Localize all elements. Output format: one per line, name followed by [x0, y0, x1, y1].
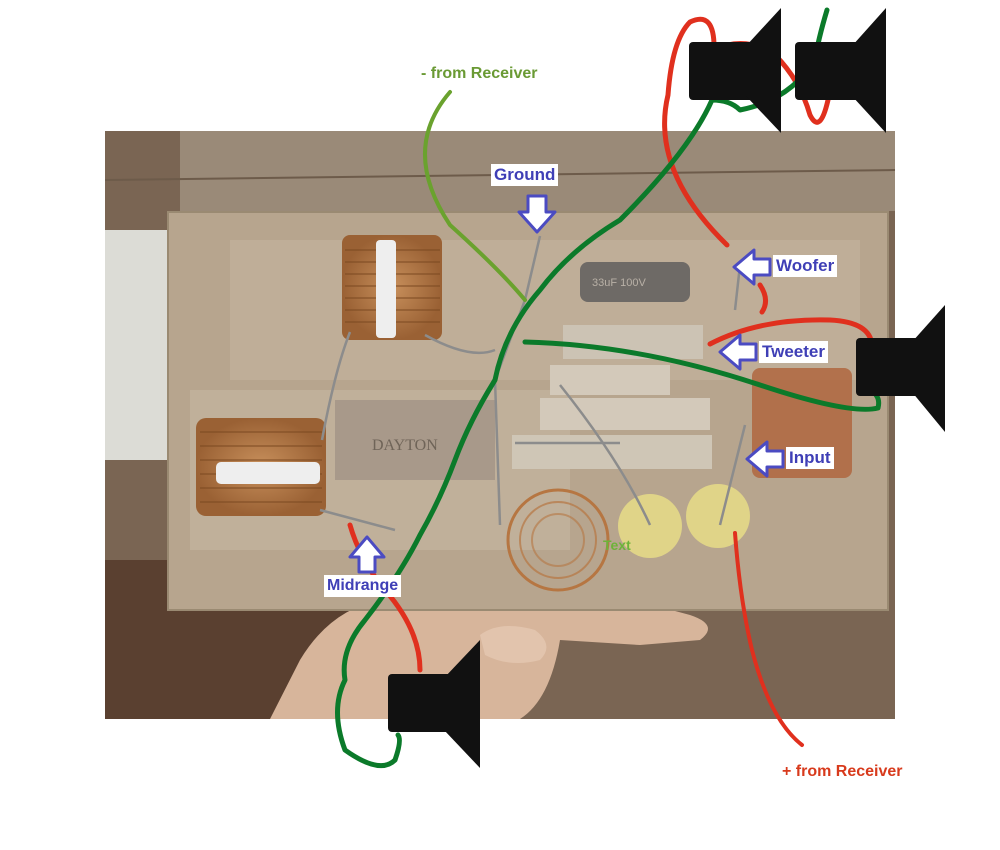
woofer-label: Woofer	[773, 255, 838, 277]
air-coil	[506, 488, 610, 592]
plus-receiver-label: + from Receiver	[782, 763, 903, 780]
minus-receiver-label: - from Receiver	[421, 65, 538, 82]
resistor-4	[512, 435, 712, 469]
dayton-marking: DAYTON	[372, 437, 438, 454]
left-coil-zip-tie	[216, 462, 320, 484]
woofer-tail-wire	[757, 282, 768, 315]
speaker-icon	[689, 8, 781, 133]
speaker-icon	[388, 640, 480, 768]
component-wire	[320, 331, 352, 441]
input-label: Input	[786, 447, 834, 469]
capacitor-marking: 33uF 100V	[592, 277, 646, 289]
arrow-left-icon	[718, 333, 758, 371]
negative-main-wire	[335, 7, 830, 769]
tweeter-negative-wire	[522, 339, 882, 412]
resistor-3	[540, 398, 710, 430]
plus-receiver-wire	[733, 531, 804, 747]
arrow-left-icon	[745, 440, 785, 478]
yellow-cap-2	[686, 484, 750, 548]
yellow-cap-1	[618, 494, 682, 558]
woofer-positive-wire	[662, 16, 831, 248]
dayton-resistor	[335, 400, 495, 480]
thumb	[480, 626, 547, 664]
window-light	[105, 230, 170, 460]
component-wire	[319, 508, 396, 532]
tweeter-label: Tweeter	[759, 341, 828, 363]
capacitor-top	[580, 262, 690, 302]
speaker-icon	[856, 305, 945, 432]
speaker-icon	[795, 8, 886, 133]
arrow-up-icon	[348, 535, 386, 574]
tweeter-positive-wire	[707, 317, 875, 348]
text-label: Text	[603, 537, 631, 553]
midrange-label: Midrange	[324, 575, 402, 597]
arrow-left-icon	[732, 248, 772, 286]
top-coil-zip-tie	[376, 240, 396, 338]
arrow-down-icon	[517, 194, 557, 234]
component-wire	[493, 379, 502, 526]
ground-label: Ground	[491, 164, 559, 186]
component-wire	[718, 424, 747, 526]
photo: DAYTON 33uF 100V	[104, 131, 896, 719]
resistor-2	[550, 365, 670, 395]
minus-annotation-line	[423, 90, 527, 302]
component-wire	[559, 384, 652, 526]
component-wire	[424, 333, 496, 355]
